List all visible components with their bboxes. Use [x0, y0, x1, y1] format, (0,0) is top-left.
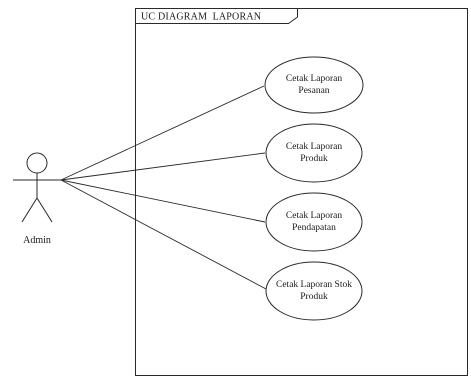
use-case-cetak-laporan-pesanan: Cetak Laporan Pesanan — [264, 56, 364, 114]
actor-label: Admin — [23, 235, 51, 246]
association-line — [60, 85, 265, 181]
system-frame — [135, 8, 468, 376]
use-case-cetak-laporan-stok-produk: Cetak Laporan Stok Produk — [265, 261, 363, 321]
use-case-ellipse — [265, 261, 363, 321]
use-case-label-line2: Pendapatan — [292, 223, 336, 233]
use-case-cetak-laporan-pendapatan: Cetak Laporan Pendapatan — [265, 192, 363, 252]
use-case-label-line1: Cetak Laporan — [286, 142, 342, 152]
association-line — [60, 179, 267, 290]
use-case-label-line1: Cetak Laporan — [286, 74, 342, 84]
association-line — [60, 179, 266, 223]
actor-head — [26, 152, 48, 174]
use-case-ellipse — [265, 192, 363, 252]
frame-title: UC DIAGRAM LAPORAN — [141, 12, 261, 23]
use-case-label-line2: Produk — [300, 292, 328, 302]
use-case-label-line2: Produk — [300, 154, 328, 164]
actor-admin: Admin — [13, 152, 61, 246]
system-boundary: UC DIAGRAM LAPORAN — [135, 8, 468, 376]
frame-title-tab — [135, 8, 298, 24]
use-case-ellipse — [264, 56, 364, 114]
use-case-cetak-laporan-produk: Cetak Laporan Produk — [265, 123, 363, 183]
use-case-label-line2: Pesanan — [298, 86, 329, 96]
actor-left-leg — [21, 197, 38, 223]
associations — [60, 85, 267, 290]
association-line — [60, 152, 266, 181]
actor-right-leg — [36, 197, 53, 223]
use-case-label-line1: Cetak Laporan Stok — [276, 280, 352, 290]
use-case-ellipse — [265, 123, 363, 183]
use-case-label-line1: Cetak Laporan — [286, 211, 342, 221]
